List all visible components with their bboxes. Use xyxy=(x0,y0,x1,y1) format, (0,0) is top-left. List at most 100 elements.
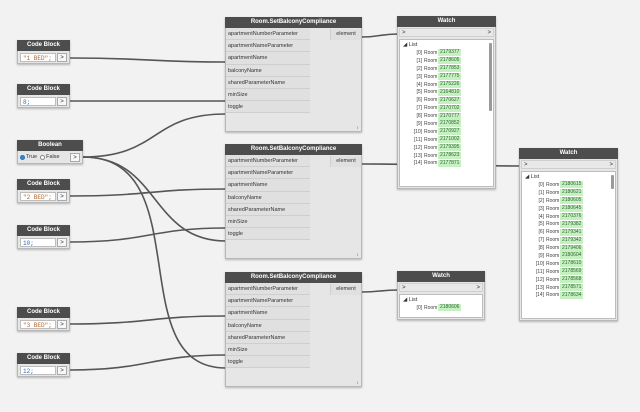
false-radio[interactable]: False xyxy=(40,154,60,160)
output-port[interactable]: > xyxy=(57,191,67,201)
output-port-element[interactable]: element xyxy=(330,29,361,40)
input-port-balcony-name[interactable]: balconyName xyxy=(226,191,310,204)
input-port-min-size[interactable]: minSize xyxy=(226,343,310,357)
input-port-balcony-name[interactable]: balconyName xyxy=(226,319,310,332)
code-editor[interactable]: "1 BED"; xyxy=(20,52,56,62)
lacing-indicator[interactable]: l xyxy=(357,380,358,385)
boolean-node[interactable]: Boolean True False > xyxy=(17,140,83,164)
code-editor[interactable]: "2 BED"; xyxy=(20,191,56,201)
list-header[interactable]: ◢ List xyxy=(403,297,418,303)
input-port-apartment-name[interactable]: apartmentName xyxy=(226,179,310,192)
code-editor[interactable]: 10; xyxy=(20,237,56,247)
set-balcony-compliance-node[interactable]: Room.SetBalconyCompliance apartmentNumbe… xyxy=(225,144,362,259)
output-port-element[interactable]: element xyxy=(330,284,361,295)
code-block-node[interactable]: Code Block 10; > xyxy=(17,225,70,249)
scrollbar[interactable] xyxy=(489,43,492,111)
input-port-min-size[interactable]: minSize xyxy=(226,88,310,102)
output-port[interactable]: > xyxy=(57,365,67,375)
code-block-node[interactable]: Code Block "2 BED"; > xyxy=(17,179,70,203)
code-editor[interactable]: 8; xyxy=(20,96,56,106)
output-port[interactable]: > xyxy=(57,52,67,62)
code-block-node[interactable]: Code Block 8; > xyxy=(17,84,70,108)
scrollbar[interactable] xyxy=(611,175,614,189)
output-port[interactable]: > xyxy=(476,285,480,291)
watch-ports[interactable]: > > xyxy=(399,283,483,292)
set-balcony-compliance-node[interactable]: Room.SetBalconyCompliance apartmentNumbe… xyxy=(225,272,362,387)
lacing-indicator[interactable]: l xyxy=(357,252,358,257)
input-port-toggle[interactable]: toggle xyxy=(226,228,310,241)
input-port-apartment-name-parameter[interactable]: apartmentNameParameter xyxy=(226,295,310,308)
input-port-balcony-name[interactable]: balconyName xyxy=(226,64,310,77)
input-port-apartment-number-parameter[interactable]: apartmentNumberParameter xyxy=(226,283,310,296)
code-block-node[interactable]: Code Block "3 BED"; > xyxy=(17,307,70,331)
input-port[interactable]: > xyxy=(402,30,406,36)
true-radio[interactable]: True xyxy=(20,154,37,160)
list-header[interactable]: ◢ List xyxy=(525,174,540,180)
code-block-node[interactable]: Code Block 12; > xyxy=(17,353,70,377)
output-port[interactable]: > xyxy=(57,96,67,106)
set-balcony-compliance-node[interactable]: Room.SetBalconyCompliance apartmentNumbe… xyxy=(225,17,362,132)
input-port-shared-parameter-name[interactable]: sharedParameterName xyxy=(226,331,310,344)
watch-ports[interactable]: > > xyxy=(399,28,494,37)
code-editor[interactable]: "3 BED"; xyxy=(20,319,56,329)
input-port-apartment-name[interactable]: apartmentName xyxy=(226,307,310,320)
output-port[interactable]: > xyxy=(609,162,613,168)
input-port-apartment-number-parameter[interactable]: apartmentNumberParameter xyxy=(226,28,310,41)
input-port-apartment-name-parameter[interactable]: apartmentNameParameter xyxy=(226,40,310,53)
list-header[interactable]: ◢ List xyxy=(403,42,418,48)
input-port[interactable]: > xyxy=(524,162,528,168)
input-port-min-size[interactable]: minSize xyxy=(226,215,310,229)
input-port-toggle[interactable]: toggle xyxy=(226,356,310,369)
input-port[interactable]: > xyxy=(402,285,406,291)
input-port-apartment-name[interactable]: apartmentName xyxy=(226,52,310,65)
input-port-apartment-name-parameter[interactable]: apartmentNameParameter xyxy=(226,167,310,180)
input-port-toggle[interactable]: toggle xyxy=(226,101,310,114)
input-port-apartment-number-parameter[interactable]: apartmentNumberParameter xyxy=(226,155,310,168)
output-port[interactable]: > xyxy=(57,319,67,329)
code-editor[interactable]: 12; xyxy=(20,365,56,375)
input-port-shared-parameter-name[interactable]: sharedParameterName xyxy=(226,203,310,216)
output-port[interactable]: > xyxy=(57,237,67,247)
lacing-indicator[interactable]: l xyxy=(357,125,358,130)
output-port-element[interactable]: element xyxy=(330,156,361,167)
input-port-shared-parameter-name[interactable]: sharedParameterName xyxy=(226,76,310,89)
output-port[interactable]: > xyxy=(70,152,80,162)
code-block-node[interactable]: Code Block "1 BED"; > xyxy=(17,40,70,64)
